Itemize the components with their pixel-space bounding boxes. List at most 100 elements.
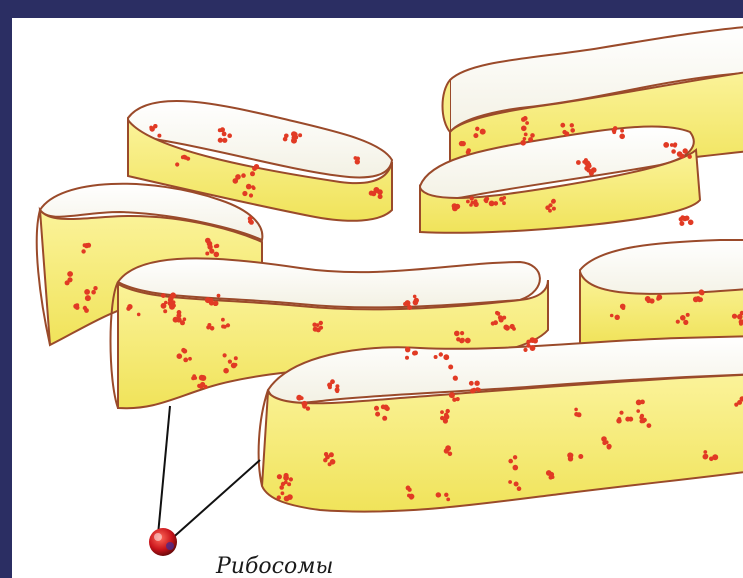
ribosome-dot — [205, 252, 209, 256]
ribosome-dot — [528, 137, 533, 142]
ribosome-dot — [709, 457, 714, 462]
ribosome-dot — [374, 406, 379, 411]
ribosome-dot — [242, 191, 247, 196]
ribosome-dot — [625, 417, 630, 422]
ribosome-dot — [466, 148, 471, 153]
ribosome-dot — [688, 220, 694, 226]
ribosome-dot — [548, 209, 552, 213]
ribosome-dot — [233, 178, 239, 184]
ribosome-dot — [218, 138, 223, 143]
ribosome-dot — [86, 243, 91, 248]
ribosome-dot — [679, 221, 684, 226]
ribosomes-label: Рибосомы — [216, 554, 333, 578]
ribosome-dot — [436, 492, 441, 497]
ribosome-dot — [473, 133, 478, 138]
ribosome-dot — [67, 277, 72, 282]
ribosome-dot — [188, 357, 192, 361]
ribosome-dot — [513, 465, 519, 471]
ribosome-dot — [679, 217, 684, 222]
ribosome-dot — [209, 249, 214, 254]
ribosome-dot — [287, 482, 291, 486]
ribosome-dot — [413, 295, 417, 299]
ribosome-dot — [316, 327, 321, 332]
ribosome-dot — [589, 169, 594, 174]
ribosome-dot — [246, 184, 252, 190]
ribosome-dot — [221, 318, 225, 322]
ribosome-dot — [474, 199, 478, 203]
ribosome-dot — [569, 455, 573, 459]
ribosome-dot — [67, 271, 73, 277]
ribosome-dot — [472, 388, 476, 392]
ribosome-dot — [126, 307, 130, 311]
ribosome-dot — [524, 133, 528, 137]
ribosome-dot — [93, 286, 97, 290]
ribosome-dot — [683, 148, 688, 153]
ribosome-dot — [471, 201, 475, 205]
ribosome-dot — [657, 294, 663, 300]
ribosome-dot — [513, 455, 517, 459]
ribosome-dot — [663, 142, 669, 148]
ribosome-dot — [281, 491, 285, 495]
ribosome-dot — [354, 156, 358, 160]
ribosome-dot — [330, 459, 336, 465]
ribosome-dot — [254, 164, 259, 169]
ribosome-dot — [137, 313, 141, 317]
ribosome-sphere-icon — [149, 528, 177, 556]
ribosome-dot — [684, 216, 689, 221]
ribosome-dot — [234, 363, 238, 367]
ribosome-dot — [277, 474, 282, 479]
ribosome-dot — [217, 294, 221, 298]
ribosome-dot — [686, 313, 690, 317]
ribosome-dot — [284, 496, 290, 502]
ribosome-dot — [199, 385, 203, 389]
ribosome-dot — [588, 163, 592, 167]
ribosome-dot — [523, 348, 527, 352]
ribosome-dot — [440, 410, 444, 414]
ribosome-dot — [647, 299, 651, 303]
ribosome-dot — [485, 197, 489, 201]
ribosome-dot — [460, 338, 465, 343]
pointer-line-2 — [168, 460, 260, 542]
ribosome-dot — [296, 395, 302, 401]
ribosome-dot — [412, 351, 417, 356]
ribosome-dot — [582, 160, 586, 164]
ribosome-dot — [570, 128, 575, 133]
ribosome-dot — [496, 312, 500, 316]
ribosome-dot — [324, 452, 328, 456]
ribosome-dot — [703, 450, 707, 454]
ribosome-dot — [525, 121, 529, 125]
ribosome-dot — [574, 412, 579, 417]
ribosome-dot — [214, 252, 220, 258]
ribosome-dot — [564, 131, 569, 136]
ribosome-dot — [461, 141, 466, 146]
ribosome-dot — [85, 295, 91, 301]
ribosome-dot — [455, 204, 460, 209]
ribosome-dot — [83, 306, 87, 310]
ribosome-dot — [697, 298, 702, 303]
ribosome-dot — [613, 126, 618, 131]
ribosome-dot — [615, 315, 620, 320]
ribosome-dot — [413, 300, 419, 306]
ribosome-dot — [446, 498, 450, 502]
ribosome-dot — [444, 448, 449, 453]
ribosome-dot — [551, 199, 556, 204]
ribosome-dot — [546, 470, 552, 476]
ribosome-dot — [84, 289, 90, 295]
ribosome-dot — [75, 303, 79, 307]
ribosome-dot — [452, 398, 456, 402]
ribosome-dot — [738, 401, 742, 405]
ribosome-dot — [439, 352, 443, 356]
ribosome-dot — [502, 201, 506, 205]
ribosome-dot — [161, 303, 167, 309]
ribosome-dot — [671, 149, 676, 154]
ribosome-dot — [222, 132, 227, 137]
ribosome-dot — [182, 349, 187, 354]
ribosome-dot — [499, 317, 504, 322]
ribosome-dot — [298, 133, 302, 137]
ribosome-dot — [680, 315, 686, 321]
ribosome-dot — [499, 197, 504, 202]
ribosome-dot — [517, 486, 522, 491]
ribosome-dot — [521, 126, 527, 132]
ribosome-dot — [477, 388, 481, 392]
ribosome-dot — [213, 302, 217, 306]
